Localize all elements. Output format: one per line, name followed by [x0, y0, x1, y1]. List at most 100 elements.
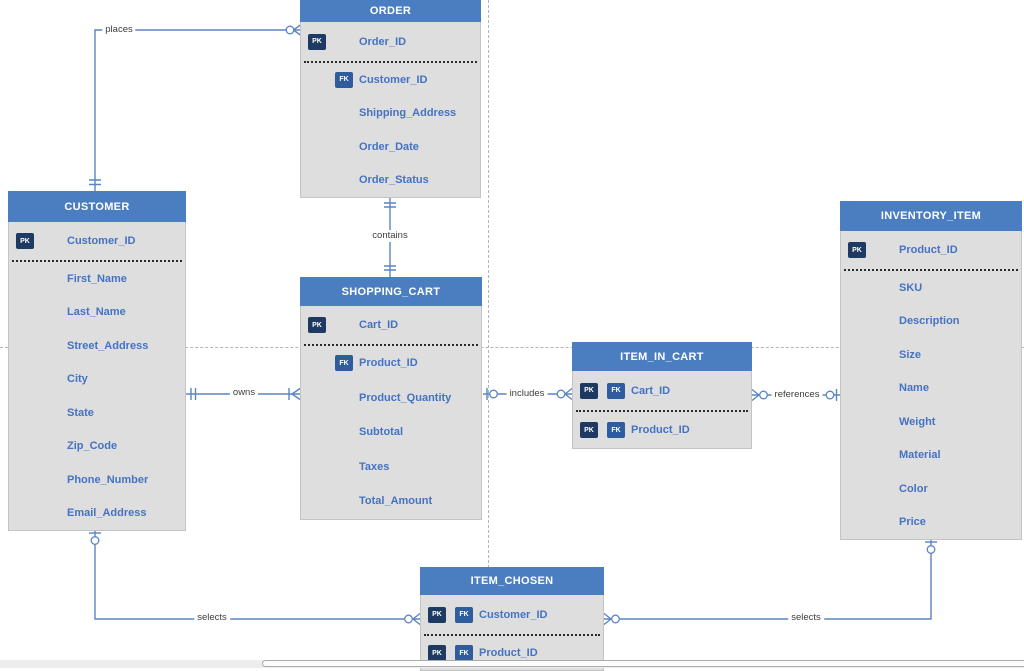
- relationship-selects-right[interactable]: [603, 537, 937, 626]
- relationship-label-references[interactable]: references: [771, 389, 823, 401]
- pk-badge: PK: [848, 242, 866, 258]
- fk-badge: FK: [607, 382, 625, 399]
- pk-separator: [576, 410, 748, 412]
- field-row: PK Cart_ID: [301, 306, 481, 344]
- relationship-places[interactable]: [89, 23, 302, 192]
- field-name: Cart_ID: [359, 319, 399, 331]
- field-name: Order_Date: [359, 140, 419, 153]
- field-row: Shipping_Address: [301, 97, 480, 131]
- field-name: Customer_ID: [479, 608, 548, 621]
- field-row: Last_Name: [9, 296, 185, 330]
- field-row: FK Customer_ID: [301, 63, 480, 97]
- relationship-label-includes[interactable]: includes: [506, 388, 548, 400]
- field-row: PK Product_ID: [841, 231, 1021, 269]
- field-row: PK FK Cart_ID: [573, 371, 751, 410]
- entity-item-chosen[interactable]: ITEM_CHOSEN PK FK Customer_ID PK FK Prod…: [420, 567, 604, 671]
- pk-separator: [424, 634, 600, 636]
- pk-badge: PK: [580, 382, 598, 399]
- field-row: Zip_Code: [9, 430, 185, 464]
- field-name: Product_ID: [631, 424, 690, 436]
- pk-badge: PK: [428, 606, 446, 623]
- field-name: Subtotal: [359, 426, 403, 439]
- field-row: State: [9, 396, 185, 430]
- fk-badge: FK: [607, 422, 625, 438]
- field-name: Product_ID: [479, 647, 538, 659]
- field-row: Description: [841, 305, 1021, 339]
- field-row: Color: [841, 472, 1021, 506]
- fk-badge: FK: [455, 645, 473, 661]
- entity-customer-title: CUSTOMER: [8, 191, 186, 222]
- field-row: Order_Status: [301, 164, 480, 198]
- field-row: PK FK Product_ID: [421, 636, 603, 670]
- pk-separator: [844, 269, 1018, 271]
- field-name: Customer_ID: [67, 235, 136, 247]
- field-name: City: [67, 373, 88, 386]
- field-row: PK Order_ID: [301, 22, 480, 61]
- field-name: First_Name: [67, 272, 127, 285]
- entity-order[interactable]: ORDER PK Order_ID FK Customer_ID Shippin…: [300, 0, 481, 198]
- field-row: Total_Amount: [301, 484, 481, 519]
- relationship-label-selects-left[interactable]: selects: [194, 612, 230, 624]
- entity-item-in-cart[interactable]: ITEM_IN_CART PK FK Cart_ID PK FK Product…: [572, 342, 752, 449]
- field-name: Order_Status: [359, 174, 429, 187]
- field-row: Material: [841, 439, 1021, 473]
- entity-order-title: ORDER: [300, 0, 481, 22]
- field-name: Customer_ID: [359, 73, 428, 86]
- entity-item-in-cart-title: ITEM_IN_CART: [572, 342, 752, 371]
- field-name: Color: [899, 482, 928, 495]
- field-row: Subtotal: [301, 415, 481, 450]
- field-name: Email_Address: [67, 507, 147, 520]
- relationship-label-owns[interactable]: owns: [229, 387, 259, 399]
- entity-shopping-cart[interactable]: SHOPPING_CART PK Cart_ID FK Product_ID P…: [300, 277, 482, 520]
- entity-item-chosen-title: ITEM_CHOSEN: [420, 567, 604, 595]
- relationship-label-places[interactable]: places: [102, 24, 136, 36]
- fk-badge: FK: [335, 355, 353, 372]
- field-name: Shipping_Address: [359, 107, 457, 120]
- field-row: Price: [841, 506, 1021, 540]
- field-row: Phone_Number: [9, 463, 185, 497]
- field-name: Name: [899, 382, 929, 395]
- field-row: Weight: [841, 405, 1021, 439]
- field-name: Price: [899, 516, 926, 529]
- fk-badge: FK: [455, 606, 473, 623]
- field-name: Total_Amount: [359, 495, 433, 508]
- field-row: Street_Address: [9, 329, 185, 363]
- field-row: Size: [841, 338, 1021, 372]
- field-name: Size: [899, 348, 922, 361]
- field-row: Name: [841, 372, 1021, 406]
- field-name: Weight: [899, 415, 936, 428]
- fk-badge: FK: [335, 71, 353, 88]
- field-name: Cart_ID: [631, 384, 671, 397]
- relationship-label-contains[interactable]: contains: [369, 230, 411, 242]
- field-name: Description: [899, 315, 960, 328]
- pk-separator: [304, 344, 478, 346]
- relationship-selects-left[interactable]: [89, 528, 421, 626]
- field-name: Taxes: [359, 460, 390, 473]
- field-name: Zip_Code: [67, 440, 118, 453]
- field-row: PK FK Customer_ID: [421, 595, 603, 634]
- field-name: Product_Quantity: [359, 391, 452, 404]
- field-row: Taxes: [301, 450, 481, 485]
- field-name: Product_ID: [359, 357, 418, 370]
- field-name: Phone_Number: [67, 473, 149, 486]
- field-row: City: [9, 363, 185, 397]
- page-break-horizontal-line: [0, 347, 1024, 348]
- entity-customer[interactable]: CUSTOMER PK Customer_ID First_Name Last_…: [8, 191, 186, 531]
- pk-badge: PK: [16, 233, 34, 249]
- field-name: SKU: [899, 281, 923, 294]
- field-row: Product_Quantity: [301, 381, 481, 416]
- entity-inventory-item[interactable]: INVENTORY_ITEM PK Product_ID SKU Descrip…: [840, 201, 1022, 540]
- field-name: State: [67, 406, 94, 419]
- horizontal-scrollbar[interactable]: [0, 660, 1024, 668]
- entity-shopping-cart-title: SHOPPING_CART: [300, 277, 482, 306]
- field-row: FK Product_ID: [301, 346, 481, 381]
- horizontal-scrollbar-thumb[interactable]: [262, 660, 1024, 667]
- pk-badge: PK: [308, 33, 326, 50]
- pk-separator: [304, 61, 477, 63]
- field-row: PK Customer_ID: [9, 222, 185, 260]
- page-break-vertical-line: [488, 0, 489, 668]
- relationship-label-selects-right[interactable]: selects: [788, 612, 824, 624]
- entity-inventory-item-title: INVENTORY_ITEM: [840, 201, 1022, 231]
- pk-separator: [12, 260, 182, 262]
- field-name: Product_ID: [899, 244, 958, 256]
